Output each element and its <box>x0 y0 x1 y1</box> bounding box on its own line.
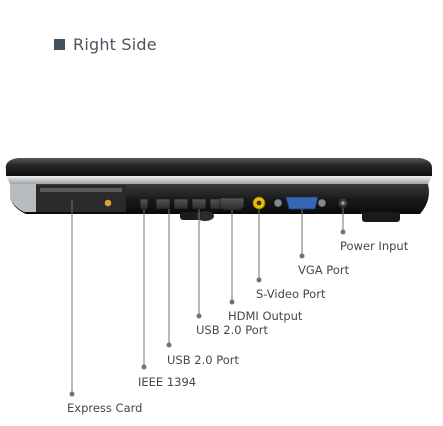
laptop-side-view <box>5 158 432 222</box>
leader-lines <box>69 200 346 397</box>
laptop-trim <box>6 176 432 184</box>
vga-port-icon <box>285 196 319 210</box>
label-power-input: Power Input <box>340 239 409 253</box>
usb-port-2-icon <box>173 198 189 210</box>
label-usb-port-upper: USB 2.0 Port <box>196 323 268 337</box>
laptop-foot-round <box>196 211 214 221</box>
laptop-end-cap <box>10 184 36 212</box>
laptop-lid <box>5 158 432 176</box>
express-card-slot <box>40 188 122 192</box>
usb-port-1-icon <box>155 198 171 210</box>
vga-screw-right-icon <box>317 198 327 208</box>
label-hdmi-output: HDMI Output <box>228 309 303 323</box>
page-title: Right Side <box>73 35 157 54</box>
laptop-foot-right <box>362 212 400 222</box>
label-vga-port: VGA Port <box>298 263 350 277</box>
heading-bullet-icon <box>54 39 65 50</box>
label-svideo-port: S-Video Port <box>256 287 326 301</box>
section-heading: Right Side <box>54 35 157 54</box>
ieee-1394-port-icon <box>139 198 149 210</box>
label-usb-port-lower: USB 2.0 Port <box>167 353 239 367</box>
indicator-led-icon <box>104 199 112 207</box>
vga-screw-left-icon <box>273 198 283 208</box>
label-ieee-1394: IEEE 1394 <box>138 375 196 389</box>
hdmi-port-icon <box>219 197 245 211</box>
label-express-card: Express Card <box>67 401 142 415</box>
usb-port-3-icon <box>191 198 207 210</box>
